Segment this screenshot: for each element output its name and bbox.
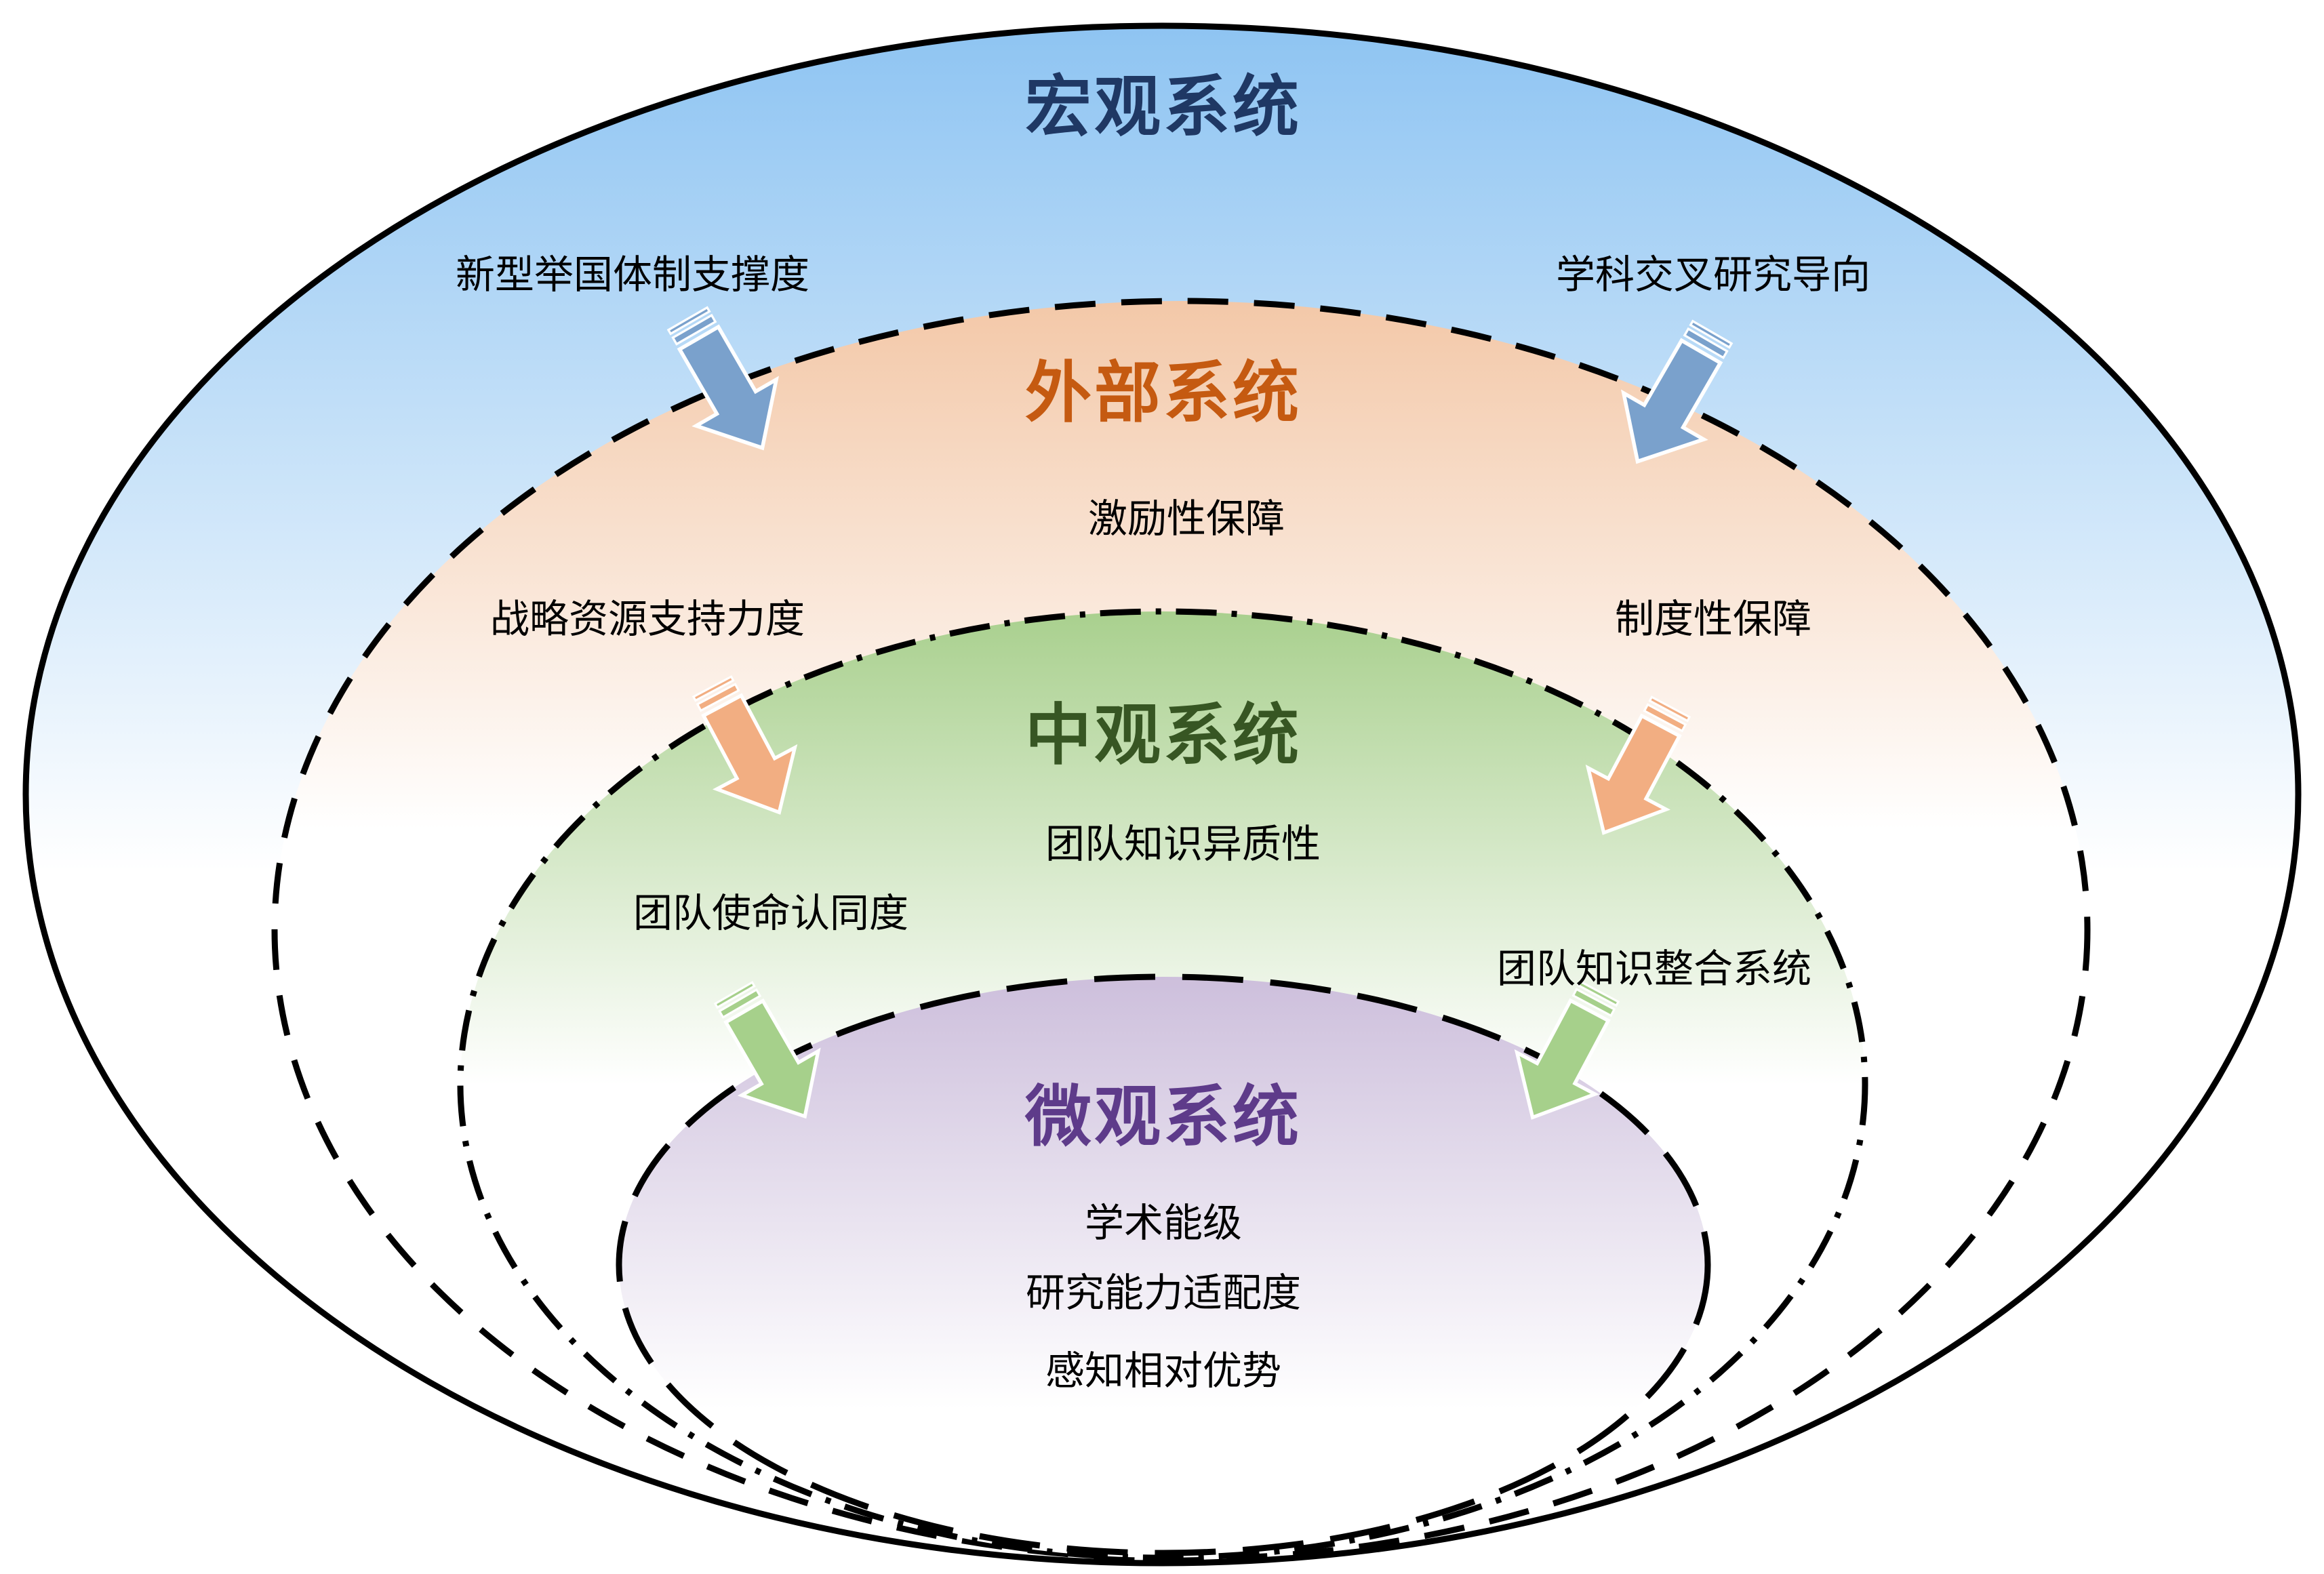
external-system-title: 外部系统 (1024, 354, 1302, 432)
meso-factor-mission-identity: 团队使命认同度 (633, 890, 909, 936)
micro-system-ellipse (616, 973, 1711, 1556)
macro-factor-interdisciplinary: 学科交叉研究导向 (1555, 251, 1871, 298)
meso-arrow-right-icon (1514, 980, 1620, 1120)
macro-arrow-right-icon (1621, 319, 1734, 464)
external-arrow-right-icon (1585, 695, 1691, 835)
micro-factor-relative-advantage: 感知相对优势 (1045, 1348, 1282, 1394)
external-arrow-left-icon (692, 675, 798, 815)
macro-system-title: 宏观系统 (1024, 68, 1302, 146)
macro-arrow-left-icon (666, 306, 779, 451)
meso-factor-knowledge-integration: 团队知识整合系统 (1496, 946, 1812, 992)
micro-system-title: 微观系统 (1024, 1078, 1302, 1156)
meso-factor-knowledge-heterogeneity: 团队知识异质性 (1045, 821, 1321, 867)
meso-system-title: 中观系统 (1024, 696, 1302, 774)
external-factor-institutional: 制度性保障 (1614, 596, 1812, 642)
micro-factor-academic-level: 学术能级 (1084, 1200, 1243, 1246)
external-factor-incentive: 激励性保障 (1087, 496, 1285, 542)
macro-factor-national-system: 新型举国体制支撑度 (455, 251, 810, 298)
micro-factor-research-fit: 研究能力适配度 (1025, 1270, 1302, 1316)
meso-arrow-left-icon (713, 981, 821, 1119)
external-factor-strategic-resources: 战略资源支持力度 (489, 596, 805, 642)
